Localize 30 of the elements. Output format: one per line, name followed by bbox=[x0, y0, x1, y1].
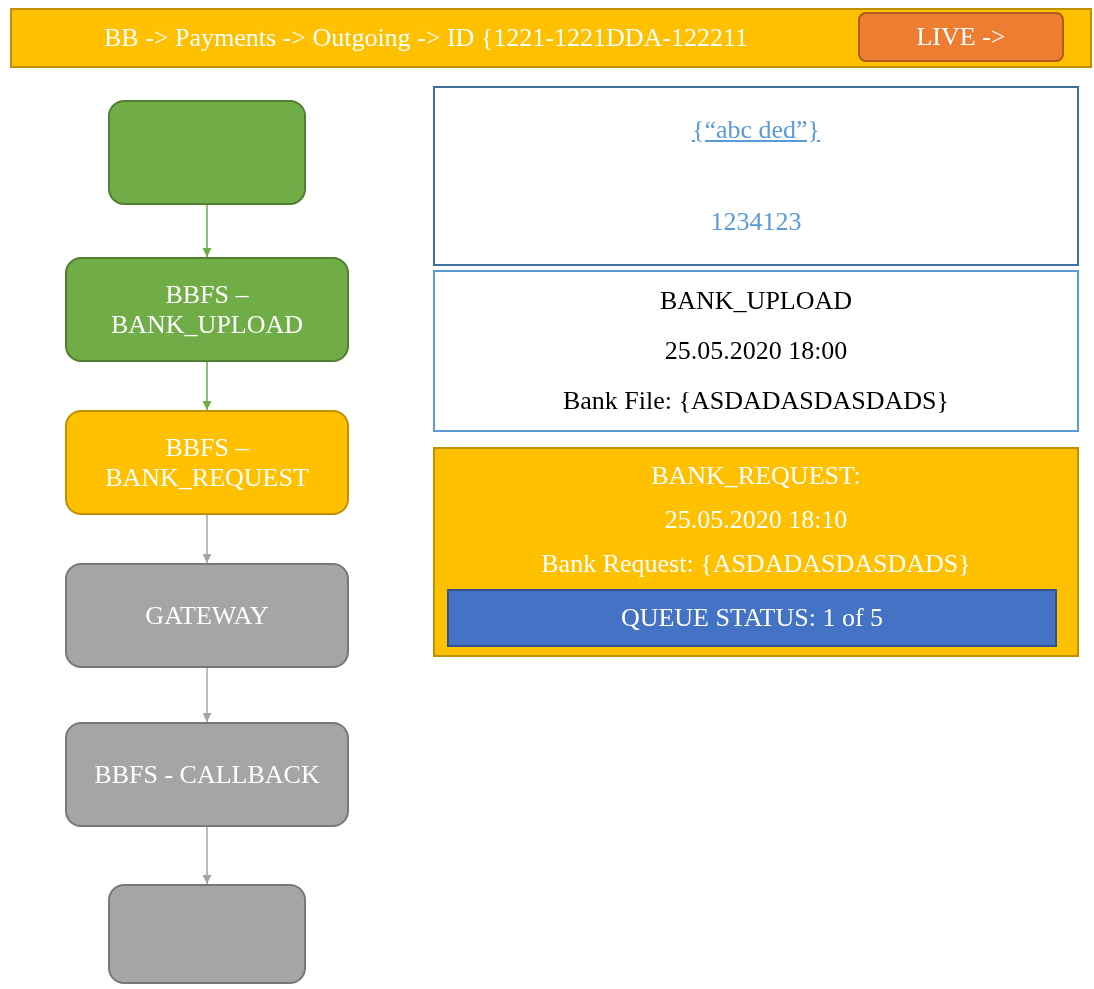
panel-heading: BANK_REQUEST: bbox=[651, 461, 861, 491]
queue-status-bar: QUEUE STATUS: 1 of 5 bbox=[447, 589, 1057, 647]
process-box bbox=[65, 410, 349, 515]
node-label: GATEWAY bbox=[145, 600, 269, 631]
node-label: BBFS - CALLBACK bbox=[94, 759, 320, 790]
arrow bbox=[202, 826, 212, 885]
breadcrumb-text: BB -> Payments -> Outgoing -> ID {1221-1221DDA-122211 bbox=[103, 23, 749, 53]
request-name: Bank Request: {ASDADASDASDADS} bbox=[541, 549, 971, 579]
process-box bbox=[108, 100, 306, 205]
panel-heading: BANK_UPLOAD bbox=[659, 286, 853, 316]
timestamp: 25.05.2020 18:10 bbox=[664, 505, 848, 535]
node-label: BBFS – BANK_REQUEST bbox=[104, 432, 310, 493]
arrow bbox=[202, 204, 212, 258]
process-box bbox=[65, 563, 349, 668]
arrow bbox=[202, 361, 212, 411]
arrow bbox=[202, 514, 212, 564]
process-box bbox=[108, 884, 306, 984]
info-panel bbox=[433, 270, 1079, 432]
live-button: LIVE -> bbox=[858, 12, 1064, 62]
file-name: Bank File: {ASDADASDASDADS} bbox=[562, 386, 950, 416]
arrow bbox=[202, 667, 212, 723]
link-text: {“abc ded”} bbox=[691, 115, 821, 145]
status-panel bbox=[433, 447, 1079, 657]
timestamp: 25.05.2020 18:00 bbox=[664, 336, 848, 366]
id-number: 1234123 bbox=[710, 207, 802, 237]
process-box bbox=[65, 722, 349, 827]
breadcrumb-bar bbox=[10, 8, 1092, 68]
process-box bbox=[65, 257, 349, 362]
node-label: BBFS – BANK_UPLOAD bbox=[109, 279, 305, 340]
info-panel bbox=[433, 86, 1079, 266]
